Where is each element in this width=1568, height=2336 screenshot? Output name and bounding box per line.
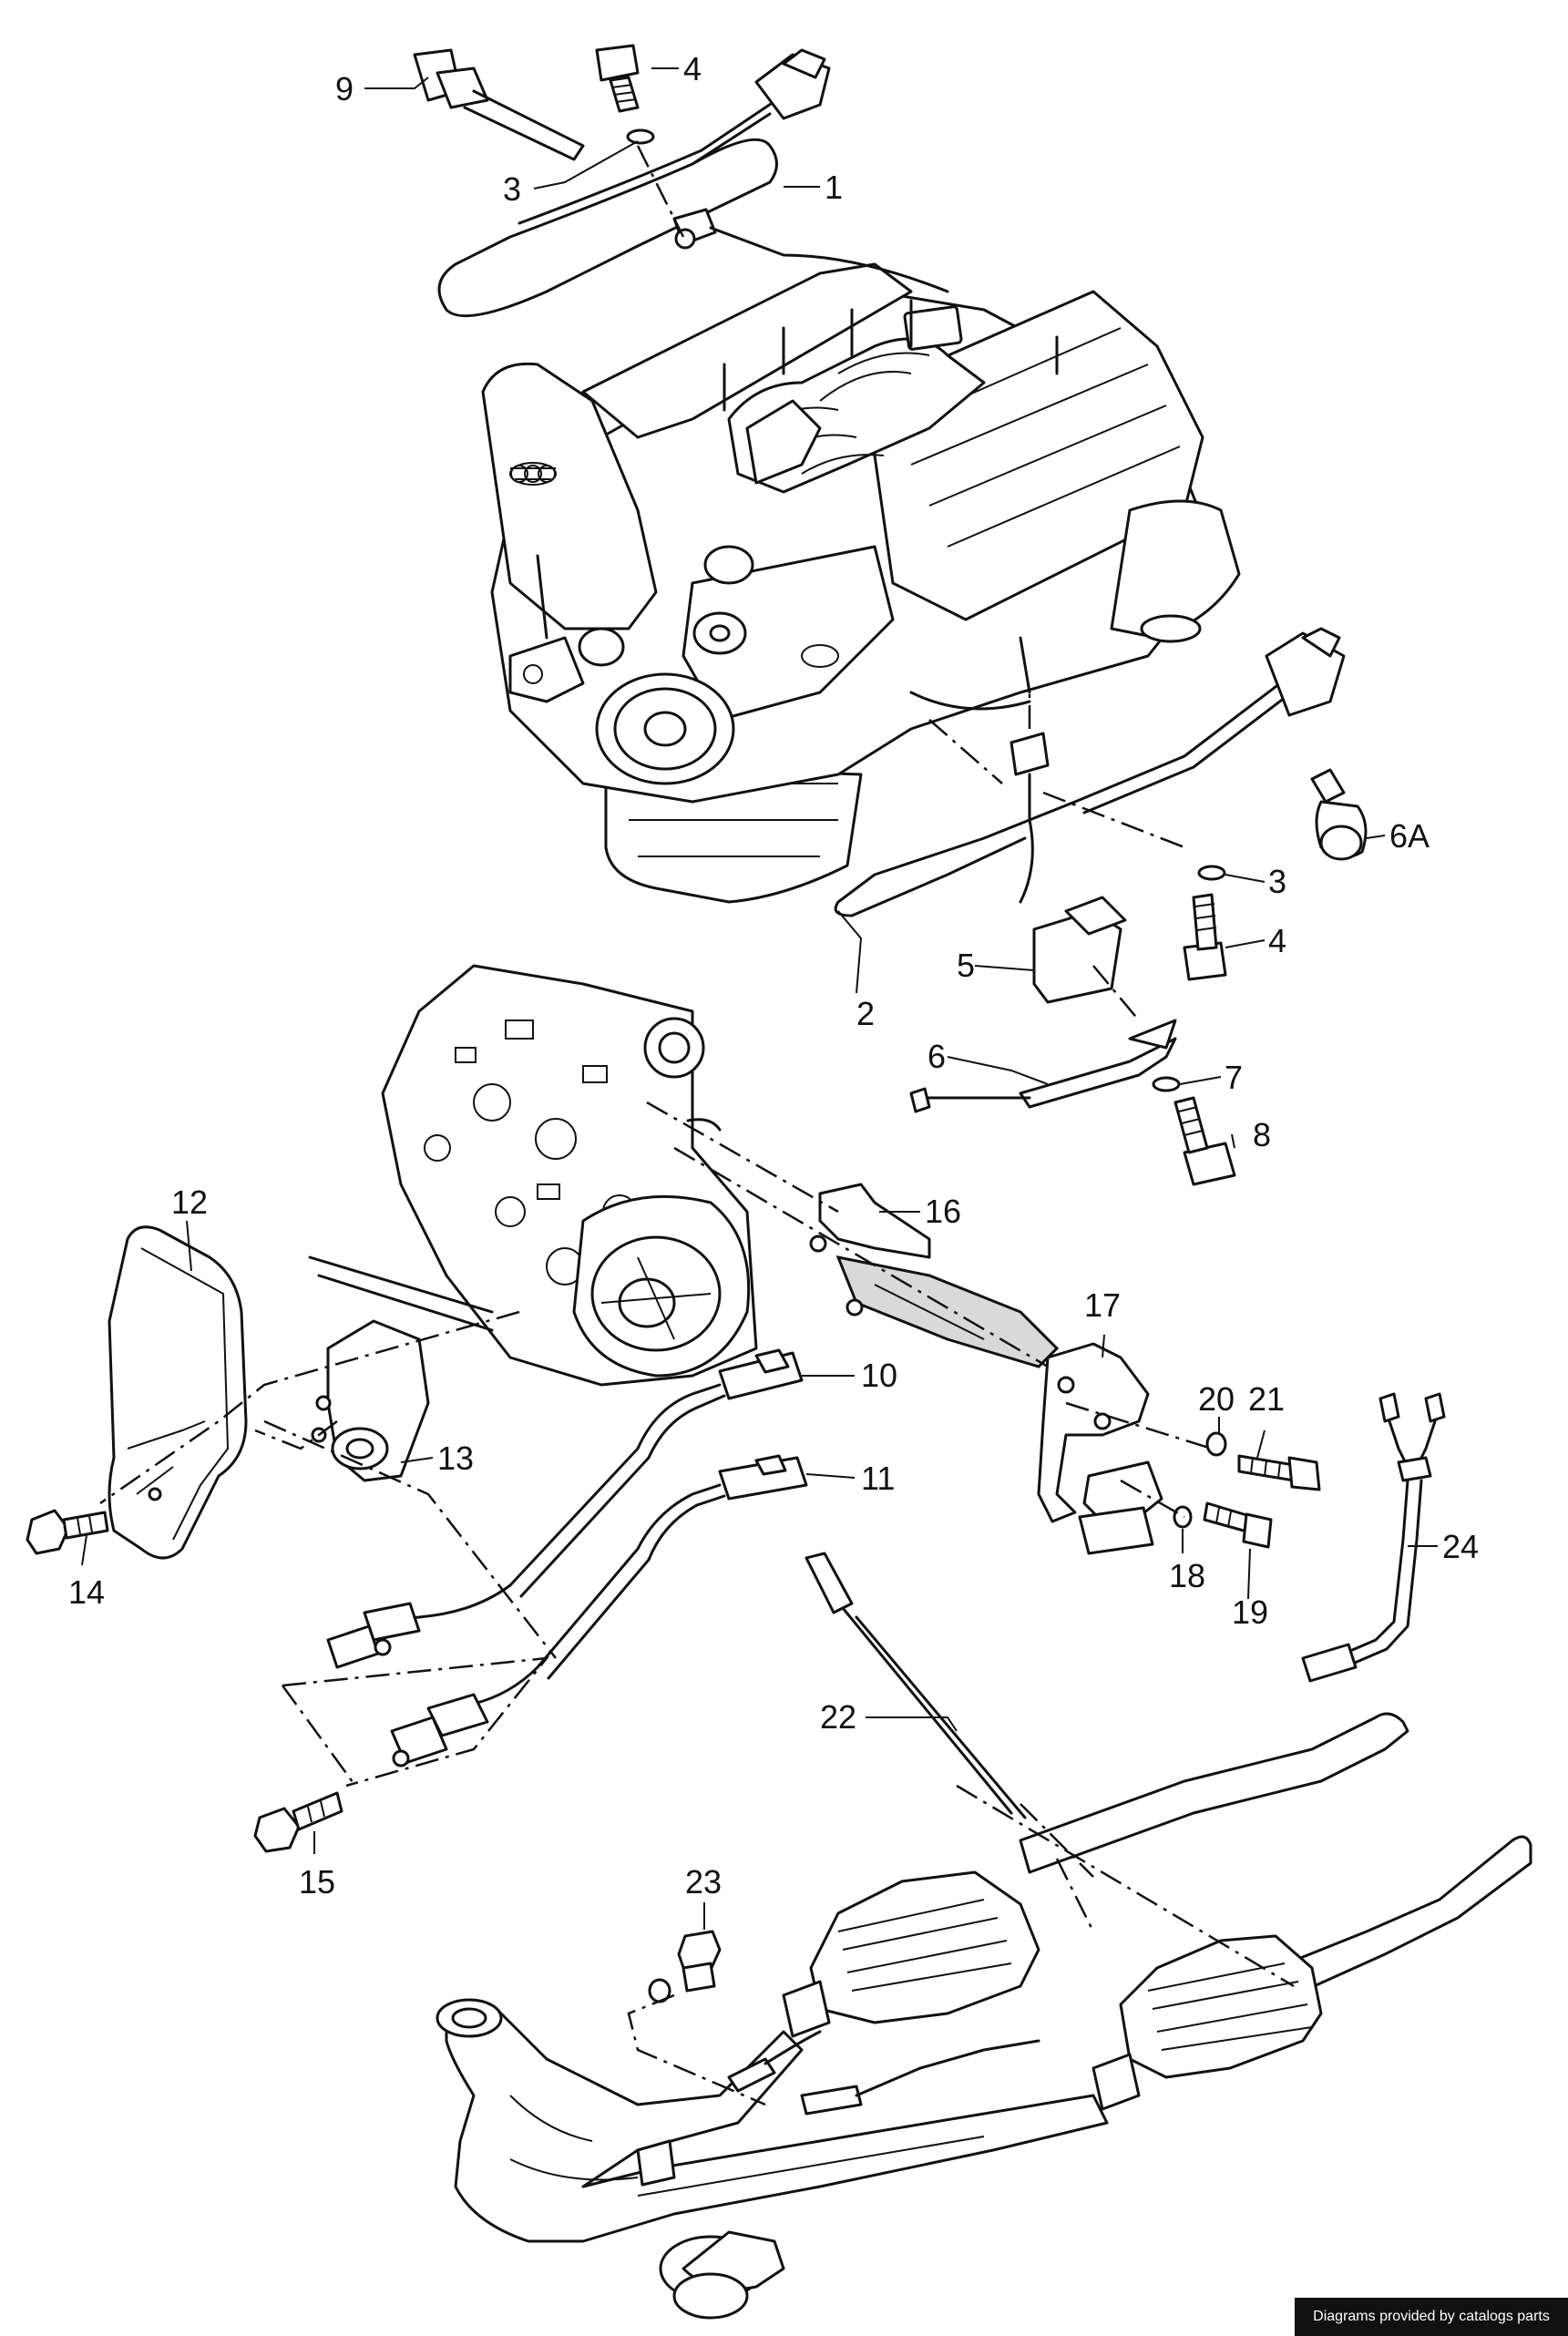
engine-block-lower bbox=[308, 964, 758, 1387]
cable-holder-9 bbox=[413, 48, 585, 161]
callout-17: 17 bbox=[1084, 1286, 1121, 1324]
callout-23: 23 bbox=[685, 1863, 722, 1901]
callout-4-middle: 4 bbox=[1268, 922, 1286, 959]
callout-13: 13 bbox=[437, 1440, 474, 1477]
bolt-21 bbox=[1205, 1431, 1321, 1491]
callout-9: 9 bbox=[335, 70, 354, 108]
callout-6A: 6A bbox=[1389, 817, 1430, 855]
callout-16: 16 bbox=[925, 1193, 961, 1230]
callout-1: 1 bbox=[825, 169, 843, 206]
leader-lines bbox=[81, 67, 1438, 1930]
heat-shield-12 bbox=[108, 1225, 248, 1560]
oxygen-sensor-10 bbox=[326, 1348, 804, 1669]
engine-assembly bbox=[481, 262, 1241, 904]
bolt-4-top bbox=[595, 44, 685, 238]
callout-11: 11 bbox=[861, 1460, 895, 1497]
dipstick-22 bbox=[804, 1552, 1027, 1819]
callout-2: 2 bbox=[856, 995, 875, 1032]
callout-14: 14 bbox=[68, 1573, 105, 1611]
credit-banner: Diagrams provided by catalogs parts bbox=[1295, 2298, 1568, 2336]
callout-4-top: 4 bbox=[683, 50, 702, 87]
callout-3-top: 3 bbox=[503, 170, 521, 208]
holder-5 bbox=[1032, 896, 1140, 1021]
oxygen-sensor-harness-2 bbox=[834, 627, 1346, 917]
callout-21: 21 bbox=[1248, 1380, 1285, 1418]
sensor-wire-24 bbox=[1301, 1392, 1446, 1683]
callout-18: 18 bbox=[1169, 1557, 1205, 1594]
callout-labels: 9 4 3 1 6A 3 4 5 2 6 7 8 16 12 17 10 20 … bbox=[68, 50, 1479, 1901]
bracket-6 bbox=[909, 1019, 1236, 1186]
bolt-19 bbox=[1173, 1501, 1273, 1549]
callout-22: 22 bbox=[820, 1698, 856, 1736]
sensor-bracket-17 bbox=[1037, 1342, 1163, 1555]
callout-3-middle: 3 bbox=[1268, 863, 1286, 900]
assembly-lines bbox=[99, 1101, 1295, 2106]
callout-10: 10 bbox=[861, 1357, 897, 1394]
engine-speed-sender-harness bbox=[437, 48, 949, 318]
oxygen-sensor-11 bbox=[390, 1454, 808, 1767]
exhaust-system bbox=[436, 1712, 1532, 2320]
callout-8: 8 bbox=[1253, 1116, 1271, 1153]
bolt-15 bbox=[253, 1791, 343, 1853]
clip-6A bbox=[1310, 768, 1368, 861]
bolt-4-middle bbox=[1183, 865, 1227, 981]
callout-24: 24 bbox=[1442, 1528, 1479, 1565]
callout-5: 5 bbox=[957, 947, 975, 984]
bolt-14 bbox=[26, 1509, 109, 1555]
plug-23 bbox=[648, 1930, 722, 2003]
callout-7: 7 bbox=[1225, 1059, 1243, 1096]
bracket-13 bbox=[311, 1319, 430, 1482]
callout-15: 15 bbox=[299, 1863, 335, 1901]
callout-6: 6 bbox=[927, 1038, 946, 1075]
callout-19: 19 bbox=[1232, 1593, 1268, 1631]
callout-20: 20 bbox=[1198, 1380, 1235, 1418]
callout-12: 12 bbox=[171, 1183, 208, 1221]
